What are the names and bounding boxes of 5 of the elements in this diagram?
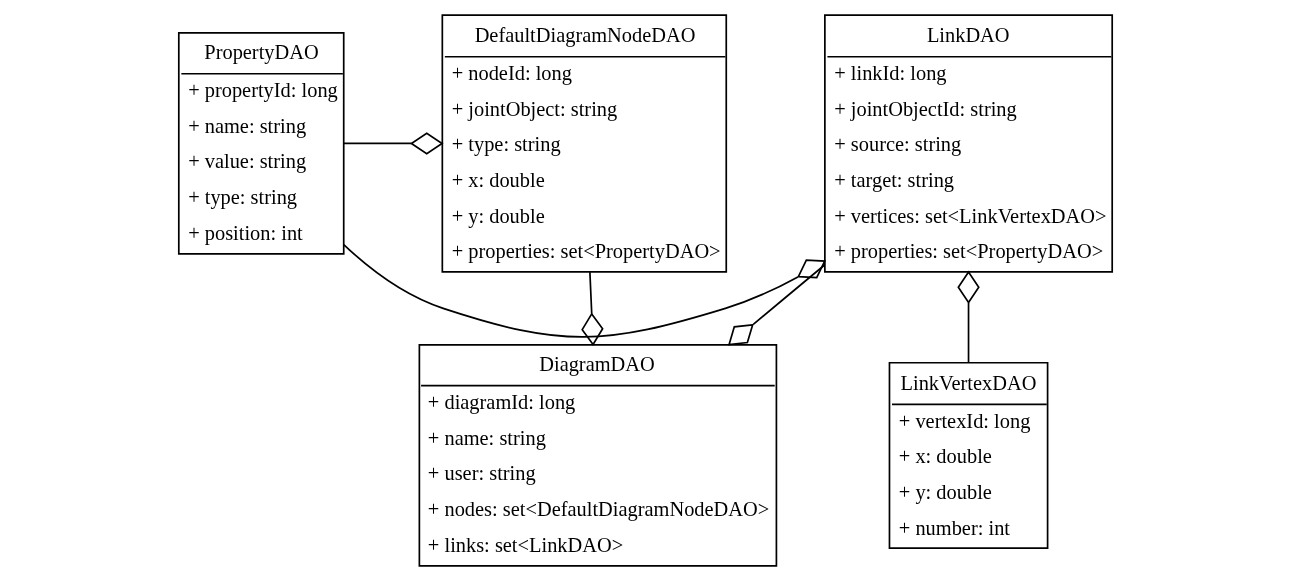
connector: [342, 243, 827, 338]
connector: [727, 264, 826, 346]
connector: [343, 132, 444, 155]
connector: [581, 271, 604, 346]
connector: [957, 270, 980, 363]
